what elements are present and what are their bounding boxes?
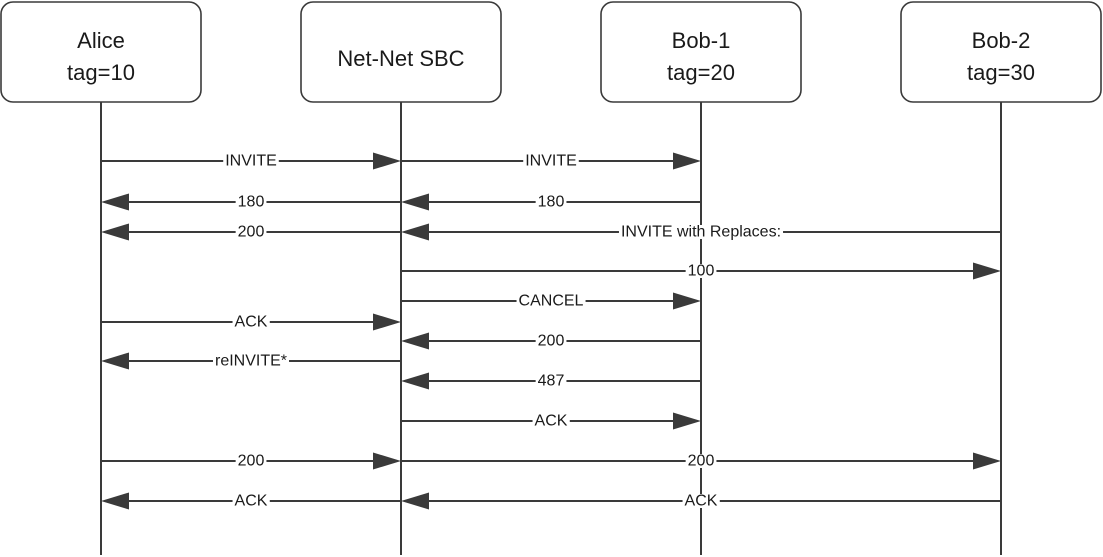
arrow-head: [401, 223, 429, 241]
message-arrow: 180: [101, 193, 401, 211]
arrow-head: [401, 193, 429, 211]
message-label: CANCEL: [519, 293, 584, 310]
participant-alice: Alice tag=10: [0, 1, 202, 103]
message-label: INVITE: [525, 153, 577, 170]
message-arrow: 200: [101, 223, 401, 241]
message-arrow: INVITE: [101, 152, 401, 170]
arrow-head: [101, 352, 129, 370]
participant-tag: tag=20: [667, 60, 735, 85]
arrow-head: [401, 372, 429, 390]
participant-name: Bob-1: [672, 28, 731, 53]
message-label: 180: [238, 194, 265, 211]
message-label-bg: [212, 354, 290, 368]
message-arrow: 180: [401, 193, 701, 211]
participant-box: [900, 1, 1102, 103]
message-arrow: INVITE with Replaces:: [401, 223, 1001, 241]
message-label: INVITE with Replaces:: [621, 224, 781, 241]
message-label-bg: [232, 315, 270, 329]
message-label-bg: [523, 154, 579, 168]
message-arrow: INVITE: [401, 152, 701, 170]
message-label: 100: [688, 263, 715, 280]
message-label-bg: [535, 195, 567, 209]
arrow-head: [673, 292, 701, 310]
arrow-head: [101, 223, 129, 241]
arrow-head: [101, 193, 129, 211]
participant-sbc: Net-Net SBC: [300, 1, 502, 103]
message-label: 487: [538, 373, 565, 390]
participant-tag: tag=10: [67, 60, 135, 85]
message-arrow: 200: [401, 452, 1001, 470]
message-label: ACK: [685, 493, 718, 510]
message-label-bg: [535, 334, 567, 348]
message-arrow: ACK: [101, 492, 401, 510]
message-label-bg: [682, 494, 720, 508]
participant-box: [0, 1, 202, 103]
message-label: ACK: [235, 314, 268, 331]
participant-bob2: Bob-2 tag=30: [900, 1, 1102, 103]
message-label: 200: [238, 453, 265, 470]
message-label-bg: [516, 294, 586, 308]
message-arrow: 100: [401, 262, 1001, 280]
message-label: INVITE: [225, 153, 277, 170]
message-label-bg: [235, 454, 267, 468]
message-label-bg: [685, 264, 717, 278]
arrow-head: [973, 452, 1001, 470]
message-label-bg: [235, 225, 267, 239]
message-arrow: 200: [101, 452, 401, 470]
message-label-bg: [535, 374, 567, 388]
message-label: ACK: [535, 413, 568, 430]
message-label: reINVITE*: [215, 353, 287, 370]
participant-name: Alice: [77, 28, 125, 53]
message-arrow: reINVITE*: [101, 352, 401, 370]
message-arrow: ACK: [401, 492, 1001, 510]
message-arrow: 487: [401, 372, 701, 390]
message-label: 200: [238, 224, 265, 241]
arrow-head: [673, 412, 701, 430]
arrow-head: [401, 332, 429, 350]
participant-tag: tag=30: [967, 60, 1035, 85]
message-arrow: CANCEL: [401, 292, 701, 310]
message-label: 200: [538, 333, 565, 350]
message-label-bg: [232, 494, 270, 508]
arrow-head: [101, 492, 129, 510]
message-label: 180: [538, 194, 565, 211]
message-label: ACK: [235, 493, 268, 510]
arrow-head: [673, 152, 701, 170]
arrow-head: [373, 313, 401, 331]
message-label-bg: [532, 414, 570, 428]
participant-box: [600, 1, 802, 103]
participant-bob1: Bob-1 tag=20: [600, 1, 802, 103]
arrow-head: [973, 262, 1001, 280]
message-label-bg: [618, 225, 784, 239]
message-label-bg: [235, 195, 267, 209]
arrow-head: [401, 492, 429, 510]
message-label: 200: [688, 453, 715, 470]
participant-name: Bob-2: [972, 28, 1031, 53]
message-arrow: ACK: [101, 313, 401, 331]
message-label-bg: [685, 454, 717, 468]
message-arrow: 200: [401, 332, 701, 350]
message-arrow: ACK: [401, 412, 701, 430]
participant-box: [300, 1, 502, 103]
participant-name: Net-Net SBC: [337, 46, 464, 71]
arrow-head: [373, 452, 401, 470]
message-label-bg: [223, 154, 279, 168]
arrow-head: [373, 152, 401, 170]
